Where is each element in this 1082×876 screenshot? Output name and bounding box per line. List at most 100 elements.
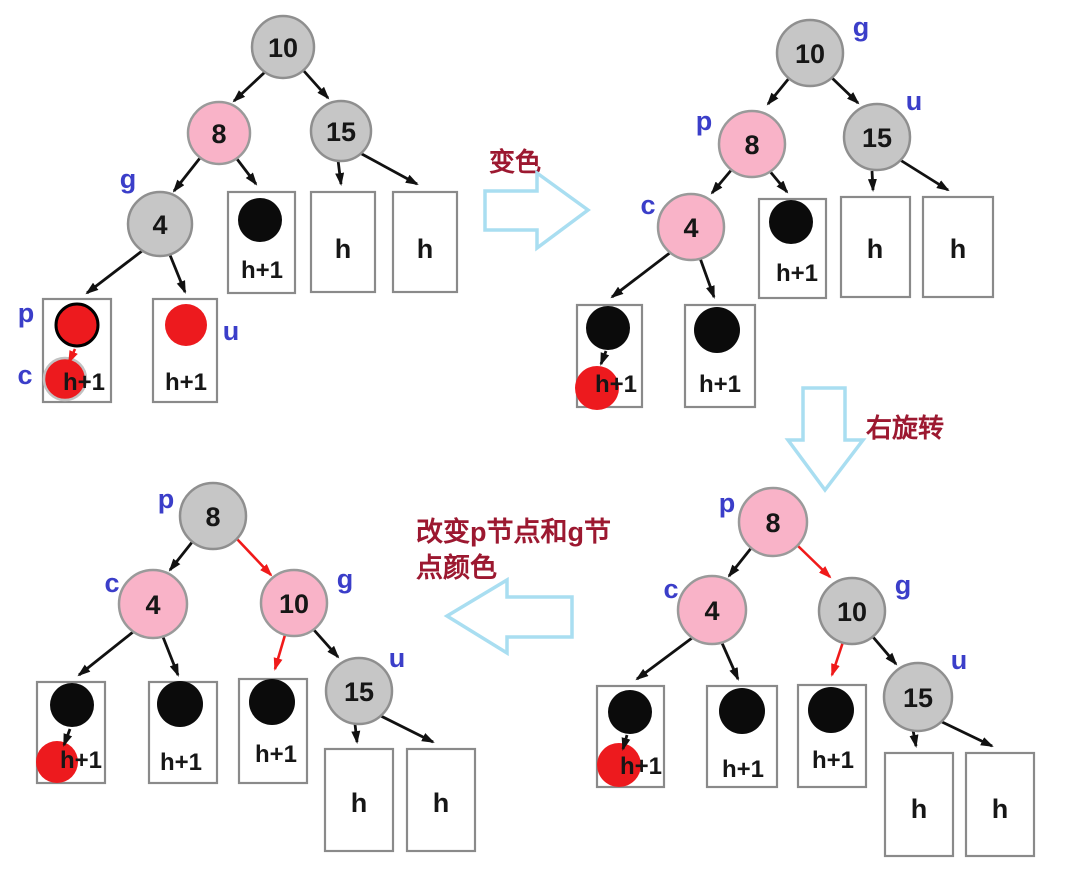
t3-edge-4-leafL	[635, 636, 693, 681]
t2-node-8	[717, 109, 787, 179]
step-arrow-recolor: 变色	[483, 147, 591, 252]
t4-leaf-label: h+1	[160, 749, 202, 776]
tree-initial: 10 8 15 4 h+1 h h h+1 h+1 g p c u	[17, 14, 459, 404]
t3-pointer-p: p	[719, 488, 736, 518]
t2-leafbox-15R	[921, 195, 995, 299]
t3-node-10-value: 10	[837, 597, 867, 627]
t1-red-child-dot	[42, 356, 88, 402]
t2-leaf-label: h	[950, 234, 967, 264]
t2-edge-4-leafL	[610, 250, 672, 299]
t3-pointer-u: u	[951, 645, 968, 675]
t4-leafbox-15R	[405, 747, 477, 853]
t1-node-15-value: 15	[326, 117, 356, 147]
t3-edge-4-leafR	[720, 642, 740, 681]
t2-leaf-label: h+1	[699, 371, 741, 398]
t4-black-nil-dot	[249, 679, 295, 725]
t3-edge-10-leaf-red	[830, 641, 845, 677]
t2-node-4-value: 4	[683, 213, 698, 243]
t4-black-nil-dot	[50, 683, 94, 727]
t1-edge-8-4	[172, 157, 202, 193]
step-change-label-line2: 点颜色	[416, 552, 497, 583]
t3-leaf-label: h+1	[722, 756, 764, 783]
t2-edge-8-leaf	[766, 168, 789, 194]
t3-edge-15-leafR	[939, 719, 994, 748]
t3-leafbox-15L	[883, 751, 955, 858]
t2-pointer-u: u	[906, 86, 923, 116]
t3-node-8-value: 8	[765, 508, 780, 538]
t4-edge-8-10-red	[236, 538, 273, 577]
t2-node-10	[775, 18, 845, 88]
t2-node-8-value: 8	[744, 130, 759, 160]
t1-leaf-label: h	[417, 234, 434, 264]
t3-node-8	[737, 486, 809, 558]
t4-leaf-label: h+1	[255, 741, 297, 768]
t4-node-15	[324, 656, 394, 726]
t1-leafbox-15L	[309, 190, 377, 294]
t2-edge-15-leafL	[867, 170, 877, 192]
tree-final: 8 4 10 15 h+1 h+1 h+1 h h p c g u	[35, 481, 477, 853]
t3-node-15	[882, 661, 954, 733]
t3-edge-nil-red	[621, 734, 631, 751]
t4-edge-10-leaf-red	[273, 634, 287, 671]
t4-edge-10-15	[312, 629, 340, 659]
t3-leaf-label: h+1	[812, 747, 854, 774]
t1-node-10-value: 10	[268, 33, 298, 63]
t4-edge-15-leafR	[380, 714, 435, 744]
t4-node-4	[117, 568, 189, 640]
t3-pointer-c: c	[663, 574, 678, 604]
t3-node-15-value: 15	[903, 683, 933, 713]
tree-rotated: 8 4 10 15 h+1 h+1 h+1 h h p c g u	[595, 486, 1036, 858]
t4-edge-8-4	[168, 540, 195, 572]
t2-pointer-p: p	[696, 106, 713, 136]
t1-edge-4-leafL	[85, 249, 143, 295]
t4-edge-nil-red	[62, 728, 73, 747]
t4-black-nil-dot	[157, 681, 203, 727]
t3-black-nil-dot	[608, 690, 652, 734]
step-recolor-label: 变色	[489, 147, 541, 177]
t2-pointer-g: g	[853, 12, 870, 42]
t3-leaf-label: h	[992, 794, 1009, 824]
t1-leaf-label: h+1	[241, 257, 283, 284]
t1-edge-4-leafR	[168, 254, 187, 294]
t1-node-10	[250, 14, 316, 80]
t4-node-10	[259, 568, 329, 638]
tree-recolored: 10 8 15 4 h+1 h h h+1 h+1 g p u c	[575, 12, 995, 410]
t2-edge-15-leafR	[896, 156, 950, 192]
step-change-label-line1: 改变p节点和g节	[416, 516, 611, 547]
t1-edge-10-8	[232, 70, 266, 103]
t4-leaf-label: h	[433, 788, 450, 818]
t2-leaf-label: h	[867, 234, 884, 264]
t3-edge-8-4	[727, 546, 754, 578]
t2-black-nil-dot	[586, 306, 630, 350]
t2-edge-nil-red	[599, 350, 610, 366]
t4-pointer-u: u	[389, 643, 406, 673]
t4-edge-15-leafL	[351, 723, 361, 744]
step-arrow-changecolor: 改变p节点和g节 点颜色	[416, 516, 611, 657]
t2-leaf-label: h+1	[595, 371, 637, 398]
t3-leaf-label: h+1	[620, 753, 662, 780]
t3-black-nil-dot	[719, 688, 765, 734]
t2-red-child-dot	[575, 366, 619, 410]
t4-node-10-value: 10	[279, 589, 309, 619]
t4-leaf-label: h+1	[60, 747, 102, 774]
t2-edge-4-leafR	[698, 257, 716, 299]
t1-edge-10-15	[301, 69, 330, 100]
t4-node-15-value: 15	[344, 677, 374, 707]
t1-edge-8-leaf	[235, 158, 258, 186]
t2-edge-8-4	[710, 167, 735, 195]
t3-node-4	[676, 574, 748, 646]
t3-leafbox-15R	[964, 751, 1036, 858]
t1-leaf-label: h+1	[165, 369, 207, 396]
t2-edge-10-15	[830, 75, 860, 105]
t4-red-child-dot	[36, 741, 78, 783]
t3-black-nil-dot	[808, 687, 854, 733]
t3-node-10	[817, 576, 887, 646]
t4-leaf-label: h	[351, 788, 368, 818]
t3-edge-15-leafL	[909, 729, 919, 748]
t1-pointer-p: p	[18, 298, 35, 328]
t1-pointer-g: g	[120, 164, 137, 194]
t4-pointer-c: c	[104, 568, 119, 598]
t4-leafbox-15L	[323, 747, 395, 853]
t1-node-8-value: 8	[211, 119, 226, 149]
